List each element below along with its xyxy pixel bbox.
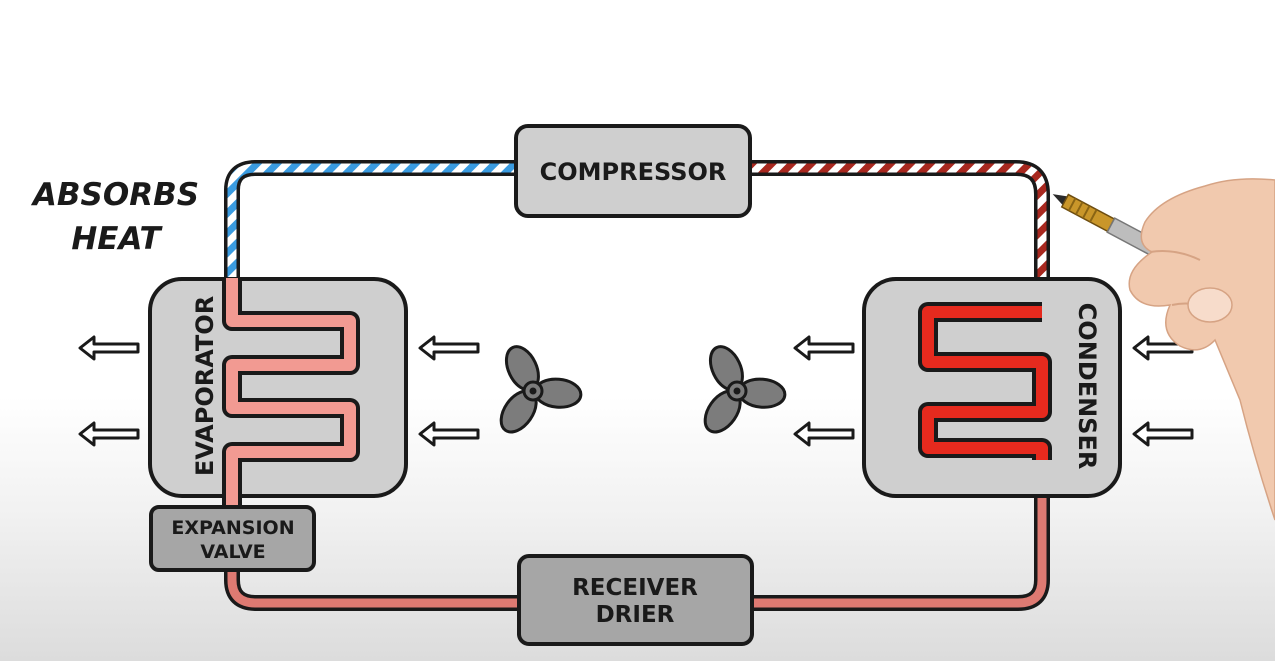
fan-icon: [696, 340, 788, 440]
evaporator: EVAPORATOR: [148, 277, 408, 510]
condenser-label: CONDENSER: [1073, 303, 1101, 470]
arrow-left-icon: [78, 421, 140, 447]
discharge-line: [748, 160, 1050, 312]
receiver-drier-label-line1: RECEIVER: [572, 575, 698, 601]
arrow-left-icon: [418, 335, 480, 361]
receiver-drier-label-line2: DRIER: [596, 602, 675, 628]
compressor: COMPRESSOR: [514, 124, 752, 218]
arrow-left-icon: [1132, 421, 1194, 447]
evaporator-label: EVAPORATOR: [191, 296, 219, 476]
hand-with-pen: [1052, 178, 1275, 521]
expansion-valve-label-line2: VALVE: [200, 541, 265, 563]
arrow-left-icon: [793, 421, 855, 447]
compressor-label: COMPRESSOR: [540, 158, 727, 186]
annotation-line2: HEAT: [71, 221, 163, 257]
arrow-left-icon: [418, 421, 480, 447]
expansion-valve-label-line1: EXPANSION: [171, 517, 294, 539]
suction-line: [224, 160, 520, 278]
annotation-line1: ABSORBS: [30, 177, 199, 213]
condenser: CONDENSER: [862, 277, 1122, 498]
receiver-drier: RECEIVER DRIER: [517, 554, 754, 646]
arrow-left-icon: [793, 335, 855, 361]
arrow-left-icon: [78, 335, 140, 361]
fan-icon: [492, 340, 584, 440]
expansion-valve: EXPANSION VALVE: [149, 505, 316, 572]
